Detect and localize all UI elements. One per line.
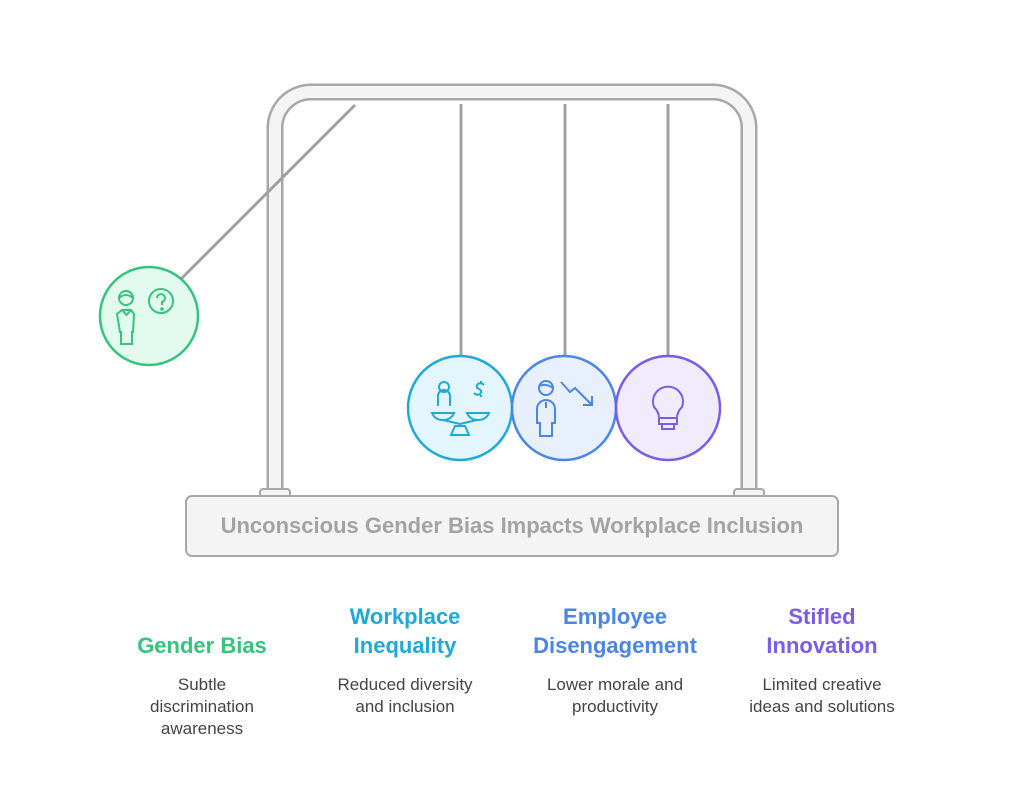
description-line: Lower morale and xyxy=(546,675,684,694)
label-employee-disengagement: Employee Disengagement Lower morale and … xyxy=(505,602,725,718)
description-line: and inclusion xyxy=(355,697,455,716)
description: Subtle discrimination awareness xyxy=(92,674,312,740)
diagram-title: Unconscious Gender Bias Impacts Workplac… xyxy=(220,513,804,538)
description: Lower morale and productivity xyxy=(505,674,725,718)
heading: Stifled Innovation xyxy=(712,602,932,660)
heading-line: Disengagement xyxy=(533,633,697,658)
ball-stifled-innovation xyxy=(614,354,722,462)
cradle-frame xyxy=(259,83,765,498)
heading-line: Gender Bias xyxy=(137,633,267,658)
ball-gender-bias xyxy=(98,265,200,367)
heading-line: Innovation xyxy=(766,633,878,658)
label-workplace-inequality: Workplace Inequality Reduced diversity a… xyxy=(295,602,515,718)
description-line: Subtle xyxy=(177,675,227,694)
label-stifled-innovation: Stifled Innovation Limited creative idea… xyxy=(712,602,932,718)
heading: Gender Bias xyxy=(92,631,312,660)
heading: Employee Disengagement xyxy=(505,602,725,660)
string-gender-bias xyxy=(179,103,357,281)
description-line: Reduced diversity xyxy=(337,675,473,694)
description: Reduced diversity and inclusion xyxy=(295,674,515,718)
heading-line: Inequality xyxy=(353,633,457,658)
heading-line: Workplace xyxy=(349,604,461,629)
lightbulb-icon xyxy=(652,385,684,430)
person-trend-down-icon xyxy=(536,380,593,437)
cradle-base xyxy=(185,495,839,557)
label-gender-bias: Gender Bias Subtle discrimination awaren… xyxy=(92,631,312,740)
heading: Workplace Inequality xyxy=(295,602,515,660)
heading-line: Employee xyxy=(563,604,667,629)
ball-employee-disengagement xyxy=(510,354,618,462)
heading-line: Stifled xyxy=(788,604,856,629)
ball-workplace-inequality xyxy=(406,354,514,462)
description-line: Limited creative xyxy=(762,675,882,694)
description-line: discrimination xyxy=(150,697,254,716)
description-line: ideas and solutions xyxy=(749,697,895,716)
description-line: awareness xyxy=(160,719,244,738)
woman-question-icon xyxy=(115,288,174,345)
scale-dollar-icon xyxy=(430,381,491,436)
description-line: productivity xyxy=(572,697,658,716)
description: Limited creative ideas and solutions xyxy=(712,674,932,718)
